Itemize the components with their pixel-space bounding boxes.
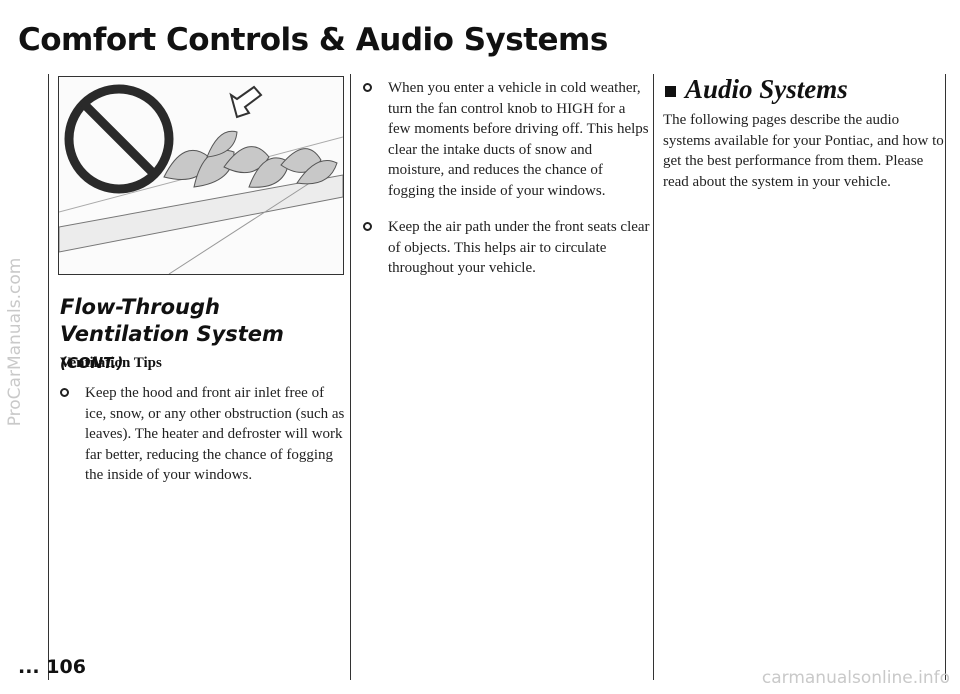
heading-square-icon xyxy=(665,86,676,97)
column-divider-1 xyxy=(350,74,351,680)
ventilation-tips-subheading: Ventilation Tips xyxy=(60,355,162,371)
audio-systems-heading: Audio Systems xyxy=(663,74,848,105)
audio-systems-body: The following pages describe the audio s… xyxy=(663,112,944,190)
prohibition-sign-icon xyxy=(64,84,174,194)
audio-systems-heading-text: Audio Systems xyxy=(685,74,848,104)
page-title: Comfort Controls & Audio Systems xyxy=(18,22,608,58)
side-watermark: ProCarManuals.com xyxy=(5,257,25,427)
illustration-svg xyxy=(59,84,343,274)
leaves-icon xyxy=(163,130,338,188)
bullet-icon xyxy=(363,222,372,231)
page-number: ... 106 xyxy=(18,656,86,678)
section-heading-continued: (CONT.) xyxy=(60,354,124,372)
ventilation-illustration xyxy=(58,76,344,275)
section-heading-text: Flow-Through Ventilation System xyxy=(60,295,284,346)
bullet-text: When you enter a vehicle in cold weather… xyxy=(388,80,649,199)
bullet-icon xyxy=(60,388,69,397)
bullet-text: Keep the air path under the front seats … xyxy=(388,219,650,276)
section-heading: Flow-Through Ventilation System (CONT.) xyxy=(60,294,350,377)
bullet-icon xyxy=(363,83,372,92)
left-margin-rule xyxy=(48,74,49,680)
column-divider-2 xyxy=(653,74,654,680)
right-margin-rule xyxy=(945,74,946,680)
airflow-arrow-icon xyxy=(229,85,263,119)
bottom-watermark: carmanualsonline.info xyxy=(761,668,950,688)
bullet-text: Keep the hood and front air inlet free o… xyxy=(85,385,345,483)
